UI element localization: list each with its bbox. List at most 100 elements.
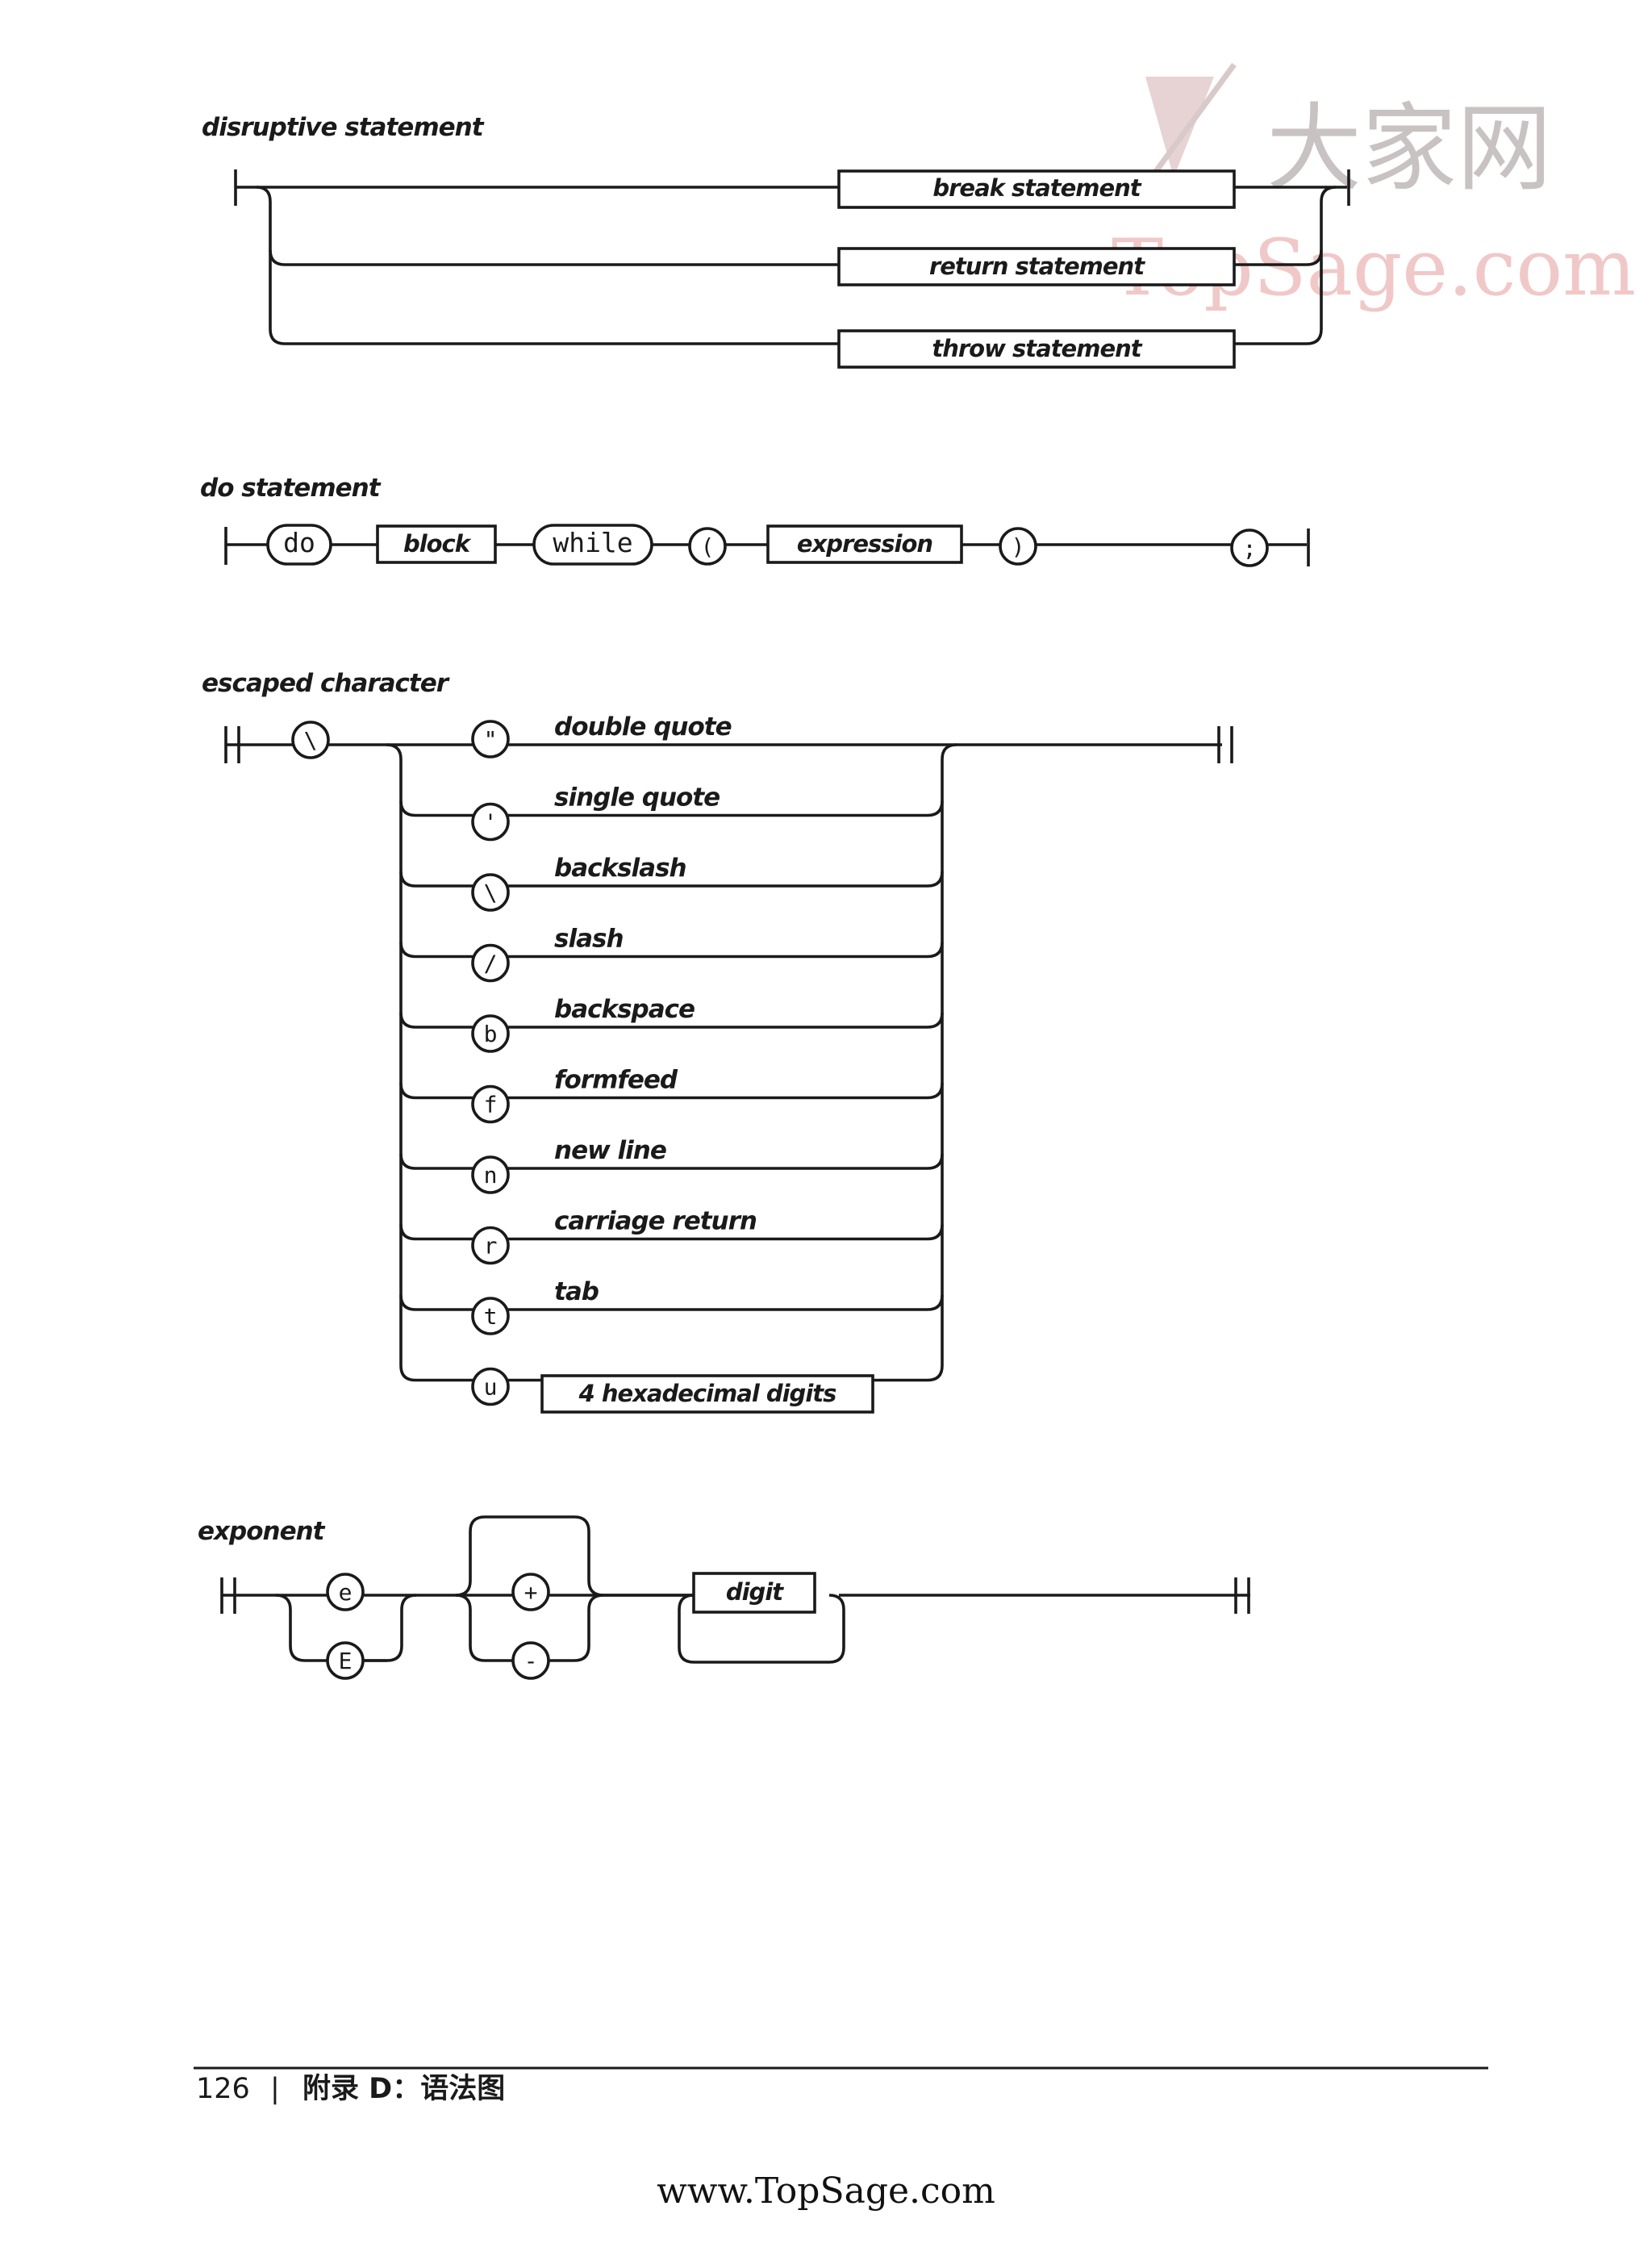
disruptive-statement-title: disruptive statement: [202, 113, 485, 142]
sign-skip-branch: [455, 1515, 604, 1597]
escape-description: double quote: [554, 712, 732, 742]
block-label: block: [403, 530, 472, 558]
escape-char-label: \: [484, 879, 498, 906]
page-footer: 126 | 附录 D：语法图 www.TopSage.com: [194, 2066, 1488, 2212]
while-keyword-label: while: [553, 527, 632, 558]
escape-char-label: ": [484, 726, 498, 753]
branch-right: [1234, 250, 1323, 345]
backslash-label: \: [304, 727, 318, 754]
escape-char-label: /: [484, 951, 498, 977]
escape-description: tab: [554, 1277, 599, 1306]
escape-char-terminal: [471, 1084, 510, 1124]
escape-char-terminal: [471, 802, 510, 842]
branch-line: [399, 942, 473, 959]
branch-line: [508, 942, 944, 959]
while-keyword-terminal: [532, 524, 653, 566]
branch-line: [399, 800, 473, 817]
footer-separator: |: [270, 2073, 280, 2105]
escape-char-label: t: [484, 1303, 498, 1330]
branch-line: [399, 871, 473, 888]
e-upper-terminal: [326, 1641, 365, 1680]
escape-char-label: f: [484, 1092, 498, 1118]
escape-description: single quote: [554, 783, 720, 813]
exponent-diagram: exponent e E + - digit: [198, 1515, 1250, 1680]
close-paren-label: ): [1012, 533, 1025, 560]
watermark-logo-slash: [1143, 62, 1237, 188]
do-keyword-label: do: [283, 527, 315, 558]
chapter-title: 附录 D：语法图: [302, 2073, 505, 2105]
escape-char-terminal: [471, 1297, 510, 1335]
hex-digits-label: 4 hexadecimal digits: [578, 1380, 837, 1407]
branch-left: [256, 186, 839, 266]
digit-label: digit: [726, 1578, 784, 1606]
minus-label: -: [524, 1648, 538, 1674]
semicolon-terminal: [1230, 529, 1269, 567]
escape-char-label: b: [484, 1021, 498, 1047]
page-number: 126: [196, 2073, 250, 2105]
escape-description: backslash: [554, 854, 686, 883]
escape-char-terminal: [471, 720, 510, 758]
branch-line: [399, 1224, 473, 1241]
digit-loop: [678, 1594, 845, 1664]
escape-char-label: ': [484, 809, 498, 836]
break-statement-box: [837, 169, 1236, 209]
watermark-logo-triangle: [1145, 77, 1214, 178]
branch-line: [508, 1012, 944, 1029]
branch-line: [508, 1294, 944, 1311]
branch-line: [399, 1294, 473, 1311]
escape-char-label: r: [484, 1233, 498, 1260]
plus-label: +: [524, 1579, 538, 1606]
do-statement-diagram: do statement do block while ( expression…: [200, 474, 1310, 567]
escape-char-terminal: [471, 873, 510, 912]
throw-statement-label: throw statement: [932, 335, 1142, 362]
watermark-chinese: 大家网: [1266, 93, 1552, 204]
digit-box: [692, 1572, 816, 1614]
branch-line: [508, 1083, 944, 1100]
branch-line: [399, 1153, 473, 1170]
do-statement-title: do statement: [200, 474, 382, 503]
branch-line: [399, 1083, 473, 1100]
escape-description: backspace: [554, 995, 695, 1024]
do-keyword-terminal: [266, 524, 332, 566]
escaped-character-diagram: escaped character \ " double quote ' single…: [202, 669, 1233, 1414]
hex-digits-box: [540, 1374, 874, 1414]
open-paren-terminal: [688, 527, 727, 566]
escape-description: formfeed: [554, 1066, 678, 1095]
expression-box: [766, 524, 963, 564]
escaped-character-title: escaped character: [202, 669, 450, 698]
branch-left: [269, 250, 839, 345]
disruptive-statement-diagram: disruptive statement break statement ret…: [202, 113, 1350, 369]
block-box: [376, 524, 497, 564]
branch-line: [508, 1153, 944, 1170]
branch-line: [873, 1365, 944, 1382]
escape-char-label: n: [484, 1162, 498, 1189]
escape-description: carriage return: [554, 1207, 757, 1236]
branch-right-rail: [941, 743, 957, 1366]
minus-terminal: [511, 1641, 550, 1680]
escape-char-terminal: [471, 1226, 510, 1265]
semicolon-label: ;: [1243, 535, 1257, 562]
e-lower-label: e: [339, 1579, 353, 1606]
branch-left-rail: [386, 743, 403, 1366]
backslash-terminal: [291, 721, 330, 759]
e-upper-label: E: [339, 1648, 353, 1674]
branch-line: [399, 1012, 473, 1029]
branch-line: [508, 800, 944, 817]
expression-label: expression: [797, 530, 932, 558]
break-statement-label: break statement: [932, 174, 1141, 202]
e-lower-terminal: [326, 1573, 365, 1611]
escape-description: new line: [554, 1136, 666, 1165]
escape-char-terminal: [471, 1367, 510, 1406]
escape-char-terminal: [471, 943, 510, 983]
close-paren-terminal: [999, 527, 1037, 566]
site-url: www.TopSage.com: [657, 2171, 995, 2212]
open-paren-label: (: [701, 533, 715, 560]
escape-char-terminal: [471, 1014, 510, 1053]
escape-branches: " double quote ' single quote \ backslash / sla…: [386, 712, 957, 1406]
throw-statement-box: [837, 329, 1236, 369]
plus-terminal: [511, 1573, 550, 1611]
escape-char-terminal: [471, 1155, 510, 1194]
escape-description: slash: [554, 925, 624, 954]
escape-char-label: u: [484, 1374, 498, 1401]
